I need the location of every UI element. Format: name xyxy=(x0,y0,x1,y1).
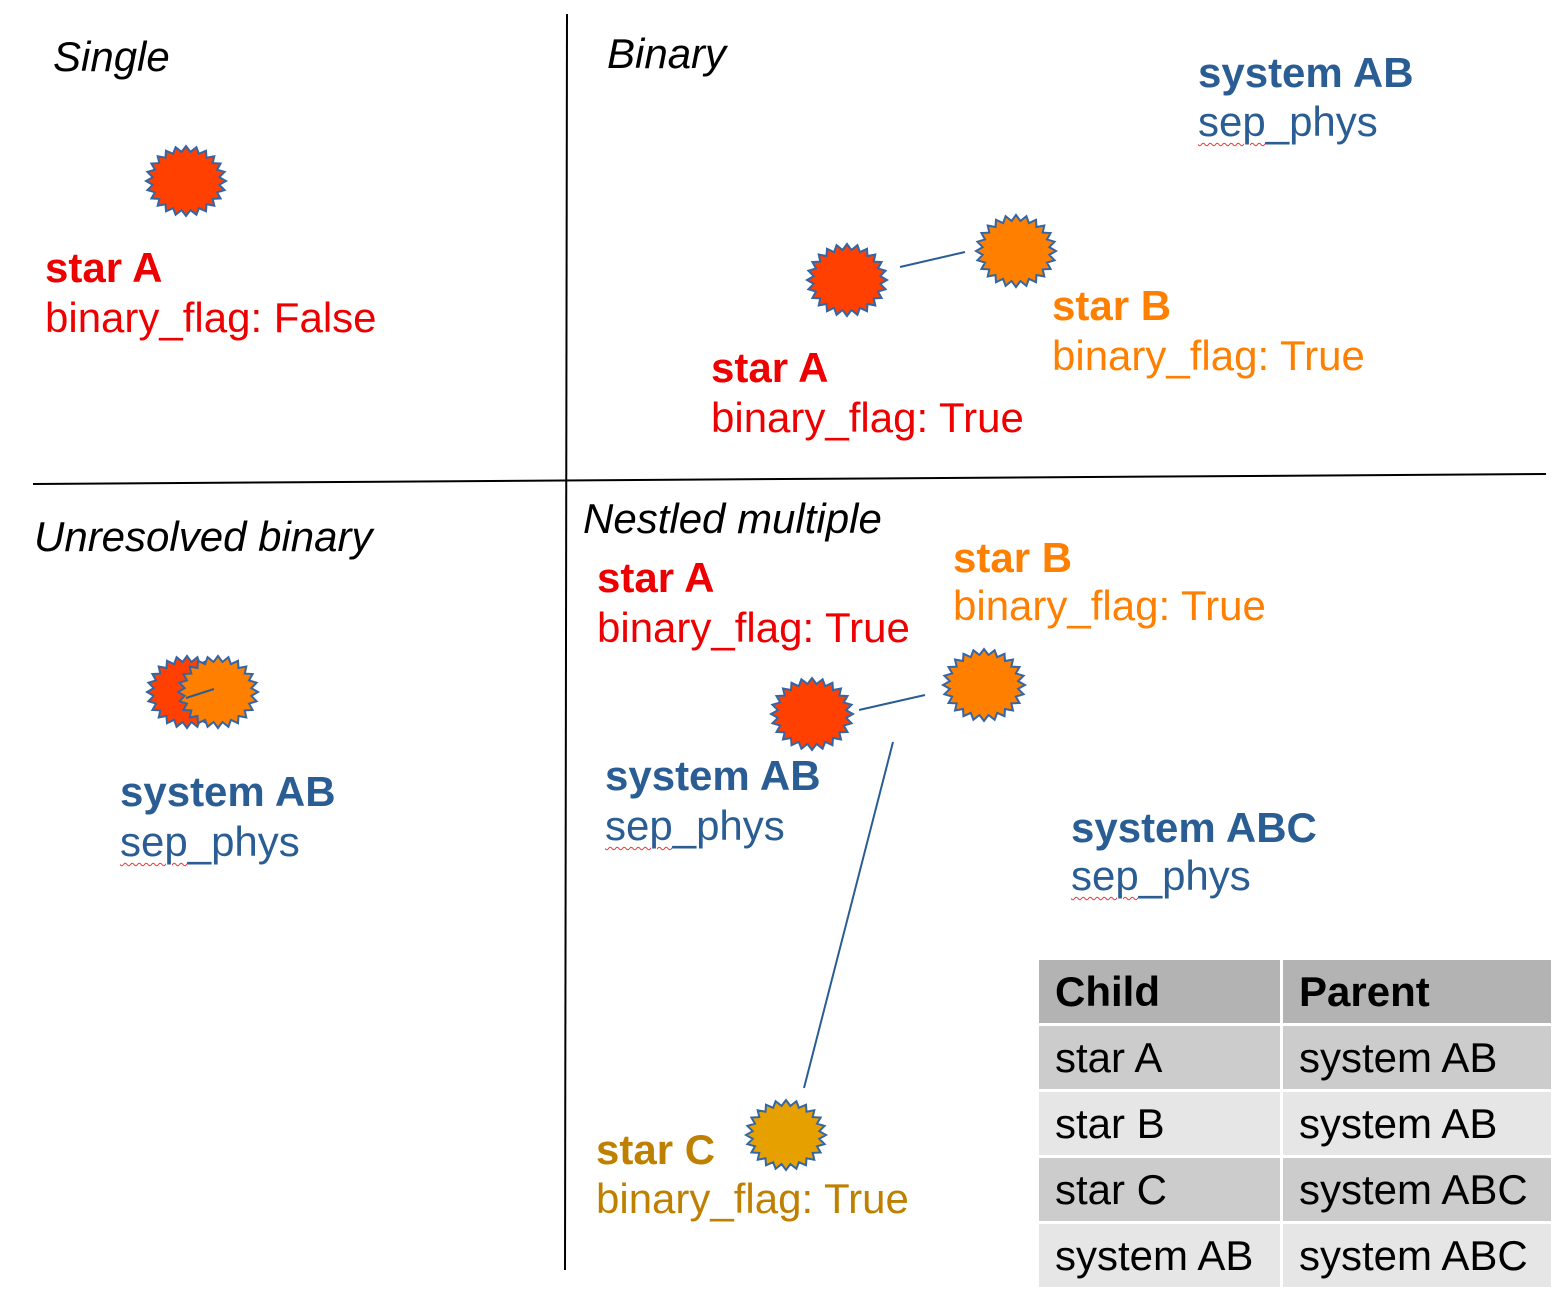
table-row: star C system ABC xyxy=(1039,1158,1551,1221)
unresolved-connector xyxy=(185,688,215,699)
table-row: star A system AB xyxy=(1039,1026,1551,1089)
binary-star-a-burst-icon xyxy=(805,242,889,318)
panel-heading-binary: Binary xyxy=(607,30,727,77)
single-star-a-flag: binary_flag: False xyxy=(45,294,377,341)
binary-star-b-flag: binary_flag: True xyxy=(1052,332,1365,379)
nestled-star-c-burst-icon xyxy=(743,1098,829,1172)
sep-rest: _phys xyxy=(187,818,300,865)
table-cell-child: star B xyxy=(1039,1092,1280,1155)
table-header-child: Child xyxy=(1039,960,1280,1023)
nestled-abc-connector xyxy=(803,741,894,1089)
sep-rest: _phys xyxy=(1265,98,1378,145)
table-cell-parent: system ABC xyxy=(1283,1158,1551,1221)
nestled-system-abc-sep: sep_phys xyxy=(1071,855,1251,897)
nestled-system-ab-name: system AB xyxy=(605,752,821,799)
divider-vertical xyxy=(564,13,568,1271)
sep-token: sep xyxy=(1071,852,1139,899)
binary-star-a-name: star A xyxy=(711,344,829,391)
nestled-star-b-name: star B xyxy=(953,534,1073,581)
table-row: system AB system ABC xyxy=(1039,1224,1551,1287)
panel-heading-nestled: Nestled multiple xyxy=(583,495,882,542)
sep-rest: _phys xyxy=(1138,852,1251,899)
nestled-star-a-burst-icon xyxy=(768,676,856,752)
single-star-a-burst-icon xyxy=(143,144,229,218)
panel-heading-unresolved: Unresolved binary xyxy=(34,513,373,560)
nestled-system-ab-sep: sep_phys xyxy=(605,805,785,847)
single-star-a-name: star A xyxy=(45,244,163,291)
table-cell-parent: system AB xyxy=(1283,1092,1551,1155)
binary-system-name: system AB xyxy=(1198,49,1414,96)
binary-star-a-flag: binary_flag: True xyxy=(711,394,1024,441)
binary-star-b-burst-icon xyxy=(974,213,1058,289)
nestled-system-abc-name: system ABC xyxy=(1071,804,1317,851)
unresolved-system-sep: sep_phys xyxy=(120,821,300,863)
table-cell-parent: system ABC xyxy=(1283,1224,1551,1287)
binary-star-b-name: star B xyxy=(1052,282,1172,329)
nestled-star-c-flag: binary_flag: True xyxy=(596,1175,909,1222)
sep-token: sep xyxy=(605,802,673,849)
nestled-star-a-flag: binary_flag: True xyxy=(597,604,910,651)
nestled-star-b-burst-icon xyxy=(940,647,1028,723)
table-cell-parent: system AB xyxy=(1283,1026,1551,1089)
binary-connector xyxy=(899,251,966,268)
nestled-star-b-flag: binary_flag: True xyxy=(953,582,1266,629)
table-cell-child: system AB xyxy=(1039,1224,1280,1287)
unresolved-system-name: system AB xyxy=(120,768,336,815)
table-cell-child: star A xyxy=(1039,1026,1280,1089)
nestled-star-a-name: star A xyxy=(597,554,715,601)
sep-rest: _phys xyxy=(672,802,785,849)
unresolved-star-b-burst-icon xyxy=(176,654,260,730)
hierarchy-table: Child Parent star A system AB star B sys… xyxy=(1036,957,1554,1290)
binary-system-sep: sep_phys xyxy=(1198,101,1378,143)
table-header-row: Child Parent xyxy=(1039,960,1551,1023)
table-cell-child: star C xyxy=(1039,1158,1280,1221)
divider-horizontal xyxy=(32,473,1547,485)
sep-token: sep xyxy=(1198,98,1266,145)
nestled-star-c-name: star C xyxy=(596,1126,716,1173)
table-row: star B system AB xyxy=(1039,1092,1551,1155)
sep-token: sep xyxy=(120,818,188,865)
nestled-ab-connector xyxy=(858,694,926,711)
panel-heading-single: Single xyxy=(53,33,170,80)
table-header-parent: Parent xyxy=(1283,960,1551,1023)
